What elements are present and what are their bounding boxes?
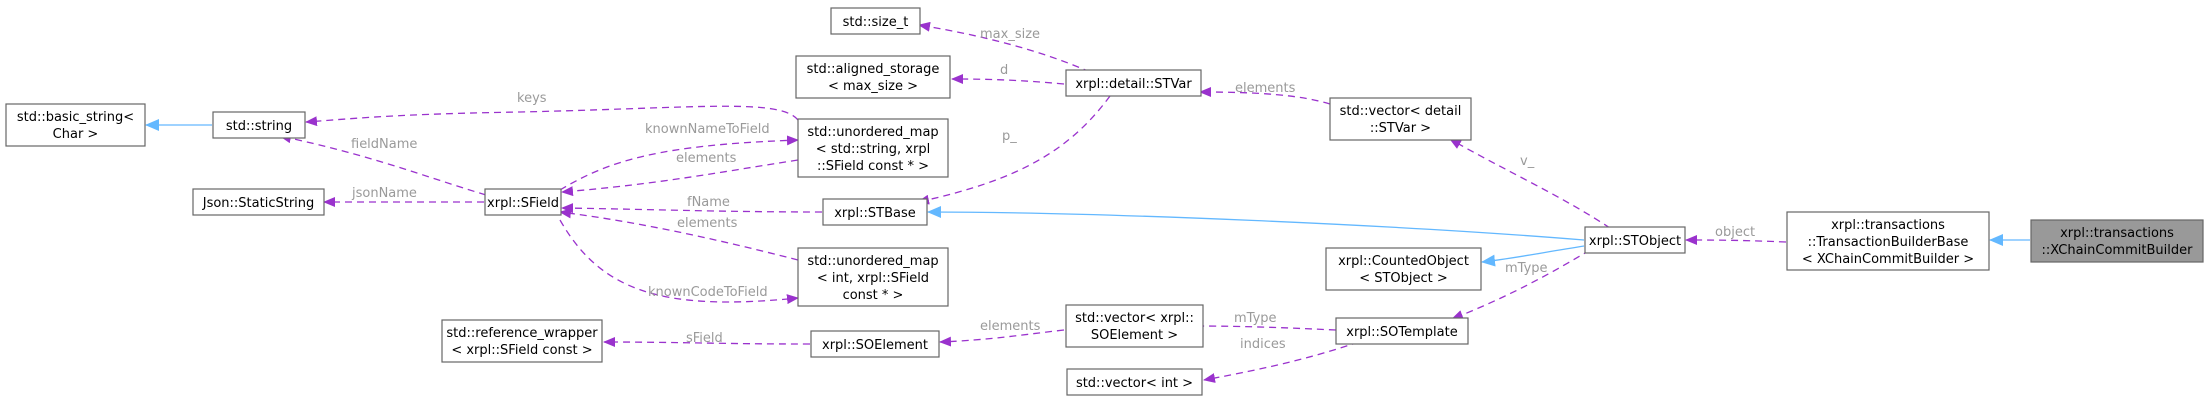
edge-label-max_size: max_size xyxy=(980,27,1040,42)
svg-text:Char >: Char > xyxy=(53,127,99,142)
node-sfield[interactable]: xrpl::SField xyxy=(484,188,562,216)
edge-label-knownNameToField: knownNameToField xyxy=(645,122,770,137)
svg-text:< max_size >: < max_size > xyxy=(828,79,918,94)
svg-text:xrpl::STObject: xrpl::STObject xyxy=(1589,234,1681,249)
svg-text:::TransactionBuilderBase: ::TransactionBuilderBase xyxy=(1808,235,1969,250)
edge-label-sField: sField xyxy=(686,331,723,346)
svg-text:< xrpl::SField const >: < xrpl::SField const > xyxy=(451,343,592,358)
node-txbuilder[interactable]: xrpl::transactions ::TransactionBuilderB… xyxy=(1786,211,1990,271)
edge-vector_stvar-stvar xyxy=(1199,87,1331,105)
edge-label-fieldName: fieldName xyxy=(351,137,417,152)
edge-sfield-umap_int xyxy=(559,219,799,305)
node-soelement[interactable]: xrpl::SOElement xyxy=(810,330,940,358)
edge-stobject-vector_stvar xyxy=(1449,138,1611,229)
svg-text:xrpl::SField: xrpl::SField xyxy=(487,196,559,211)
svg-text:xrpl::transactions: xrpl::transactions xyxy=(2060,226,2174,241)
edge-label-fName: fName xyxy=(687,195,730,210)
edge-label-elements-stvar: elements xyxy=(1235,81,1296,96)
node-sotemplate[interactable]: xrpl::SOTemplate xyxy=(1335,317,1469,345)
edge-label-v: v_ xyxy=(1520,154,1535,169)
svg-text:xrpl::SOTemplate: xrpl::SOTemplate xyxy=(1346,325,1457,340)
svg-text:std::vector< detail: std::vector< detail xyxy=(1340,104,1462,119)
node-counted-object[interactable]: xrpl::CountedObject < STObject > xyxy=(1325,247,1482,291)
edge-soelement-ref_wrapper xyxy=(603,337,811,348)
svg-text:xrpl::STBase: xrpl::STBase xyxy=(834,206,916,221)
edge-stobject-sotemplate xyxy=(1451,249,1591,320)
edge-txbuilder-stobject xyxy=(1685,235,1787,246)
node-xchain-commit-builder[interactable]: xrpl::transactions ::XChainCommitBuilder xyxy=(2030,219,2204,263)
svg-text:< STObject >: < STObject > xyxy=(1359,271,1448,286)
edge-label-elements-umap-int: elements xyxy=(677,216,738,231)
edge-vector_soelement-soelement xyxy=(939,329,1065,347)
edge-label-elements-umap-string: elements xyxy=(676,151,737,166)
node-stvar[interactable]: xrpl::detail::STVar xyxy=(1065,69,1202,97)
edge-label-mType-right: mType xyxy=(1505,261,1548,276)
edge-label-elements-soelement: elements xyxy=(980,319,1041,334)
svg-text:Json::StaticString: Json::StaticString xyxy=(202,196,315,211)
edge-umap_string-sfield xyxy=(561,159,799,197)
svg-text:xrpl::CountedObject: xrpl::CountedObject xyxy=(1338,254,1469,269)
node-umap-int[interactable]: std::unordered_map < int, xrpl::SField c… xyxy=(797,247,949,307)
edge-stbase-sfield xyxy=(561,203,823,214)
svg-text:::SField const * >: ::SField const * > xyxy=(817,159,929,174)
edge-label-mType: mType xyxy=(1234,311,1277,326)
node-vector-int[interactable]: std::vector< int > xyxy=(1066,368,1203,396)
edge-stobject-stbase xyxy=(927,206,1585,241)
svg-text:const * >: const * > xyxy=(843,288,904,303)
svg-text:std::aligned_storage: std::aligned_storage xyxy=(807,62,940,77)
svg-text:::XChainCommitBuilder: ::XChainCommitBuilder xyxy=(2042,243,2194,258)
node-basic-string[interactable]: std::basic_string< Char > xyxy=(5,103,146,147)
svg-text:xrpl::detail::STVar: xrpl::detail::STVar xyxy=(1075,77,1192,92)
edge-label-jsonName: jsonName xyxy=(351,186,417,201)
node-aligned-storage[interactable]: std::aligned_storage < max_size > xyxy=(795,55,951,99)
node-ref-wrapper[interactable]: std::reference_wrapper < xrpl::SField co… xyxy=(441,319,603,363)
svg-text:std::reference_wrapper: std::reference_wrapper xyxy=(446,326,598,341)
edge-label-keys: keys xyxy=(517,91,547,106)
edge-stvar-aligned xyxy=(951,74,1065,85)
node-size-t[interactable]: std::size_t xyxy=(830,7,921,35)
edge-stobject-counted xyxy=(1481,245,1585,267)
svg-text:xrpl::transactions: xrpl::transactions xyxy=(1831,218,1945,233)
svg-text:std::size_t: std::size_t xyxy=(843,15,909,30)
node-vector-stvar[interactable]: std::vector< detail ::STVar > xyxy=(1329,97,1472,141)
svg-text:std::unordered_map: std::unordered_map xyxy=(807,254,938,269)
edge-stvar-size_t xyxy=(918,21,1091,73)
svg-text:< int, xrpl::SField: < int, xrpl::SField xyxy=(817,271,929,286)
edge-umap_int-sfield xyxy=(559,208,799,261)
edge-umap_string-string xyxy=(305,105,799,127)
node-string[interactable]: std::string xyxy=(212,111,306,139)
svg-text:std::basic_string<: std::basic_string< xyxy=(17,110,134,125)
edge-label-object: object xyxy=(1715,225,1755,240)
edge-label-knownCodeToField: knownCodeToField xyxy=(648,285,768,300)
svg-text:SOElement >: SOElement > xyxy=(1091,328,1178,343)
edge-sotemplate-vector_soelement xyxy=(1189,321,1337,332)
svg-text:std::unordered_map: std::unordered_map xyxy=(807,125,938,140)
edge-label-indices: indices xyxy=(1240,337,1286,352)
node-stobject[interactable]: xrpl::STObject xyxy=(1584,226,1686,254)
edge-label-d: d xyxy=(1000,63,1008,78)
svg-text:< std::string, xrpl: < std::string, xrpl xyxy=(816,142,930,157)
svg-text:std::string: std::string xyxy=(226,119,292,134)
edge-sfield-umap_string xyxy=(559,135,799,191)
node-vector-soelement[interactable]: std::vector< xrpl:: SOElement > xyxy=(1065,304,1204,348)
svg-text:::STVar >: ::STVar > xyxy=(1370,121,1431,136)
node-stbase[interactable]: xrpl::STBase xyxy=(822,198,928,226)
svg-text:< XChainCommitBuilder >: < XChainCommitBuilder > xyxy=(1802,252,1974,267)
node-umap-string[interactable]: std::unordered_map < std::string, xrpl :… xyxy=(797,118,949,178)
edge-stvar-stbase xyxy=(917,95,1111,205)
svg-text:std::vector< xrpl::: std::vector< xrpl:: xyxy=(1075,311,1194,326)
edge-label-p: p_ xyxy=(1002,129,1017,144)
edge-sfield-string xyxy=(279,133,487,196)
svg-text:std::vector< int >: std::vector< int > xyxy=(1076,376,1193,391)
svg-text:xrpl::SOElement: xrpl::SOElement xyxy=(822,338,928,353)
node-json-staticstring[interactable]: Json::StaticString xyxy=(192,188,325,216)
